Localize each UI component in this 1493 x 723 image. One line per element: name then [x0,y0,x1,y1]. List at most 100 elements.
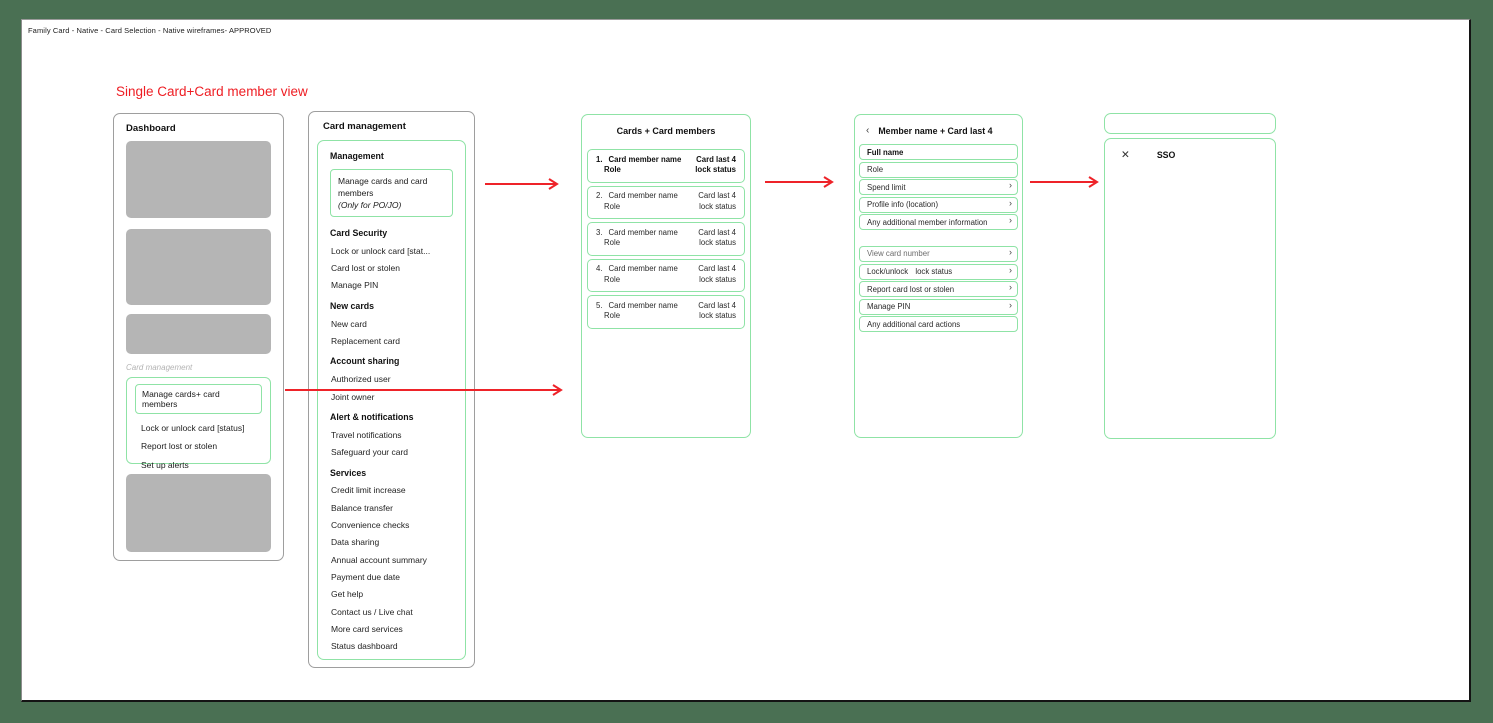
sso-frame: ✕ SSO [1104,138,1276,439]
menu-item-lock-unlock-card[interactable]: Lock or unlock card [status] [141,422,245,433]
menu-heading: Management [330,151,384,161]
menu-item-label: Manage cards and card members [338,176,428,198]
menu-item-lock-unlock-card[interactable]: Lock or unlock card [stat... [331,245,431,256]
frame-title-card-management: Card management [323,121,406,132]
menu-item-card-lost-stolen[interactable]: Card lost or stolen [331,263,400,274]
lock-status: lock status [915,267,953,277]
section-label-card-management: Card management [126,363,193,372]
flow-arrow [285,384,563,396]
lock-status: lock status [699,201,736,211]
menu-item-manage-cards-and-members[interactable]: Manage cards and card members (Only for … [330,169,453,217]
frame-title-member-detail: Member name + Card last 4 [878,126,993,136]
card-member-row[interactable]: 2.Card member name Role Card last 4 lock… [587,185,745,219]
placeholder-block [126,474,271,552]
row-number: 1. [596,154,603,164]
member-name: Card member name [608,154,682,164]
member-role: Role [604,201,621,211]
menu-heading: Services [330,467,367,478]
sso-top-strip [1104,113,1276,134]
menu-heading: Card Security [330,228,388,238]
detail-row-spend-limit[interactable]: Spend limit › [859,179,1018,196]
chevron-left-icon[interactable]: ‹ [866,125,870,136]
menu-item-safeguard-your-card[interactable]: Safeguard your card [331,447,409,458]
detail-row-lock-unlock[interactable]: Lock/unlock lock status › [859,263,1018,280]
menu-heading: Account sharing [330,356,400,367]
menu-item-contact-us-live-chat[interactable]: Contact us / Live chat [331,606,413,617]
detail-row-manage-pin[interactable]: Manage PIN › [859,298,1018,315]
row-label: Any additional card actions [867,319,961,329]
menu-item-authorized-user[interactable]: Authorized user [331,374,391,385]
detail-row-report-lost-stolen[interactable]: Report card lost or stolen › [859,281,1018,298]
file-breadcrumb: Family Card - Native - Card Selection - … [28,26,272,35]
menu-item-more-card-services[interactable]: More card services [331,623,403,634]
member-detail-frame: ‹ Member name + Card last 4 Full name Ro… [854,114,1023,438]
member-name: Card member name [608,227,678,237]
page-title: Single Card+Card member view [116,84,308,99]
card-management-menu: Management Manage cards and card members… [317,140,466,660]
lock-status: lock status [695,165,736,174]
detail-row-full-name[interactable]: Full name [859,144,1018,160]
card-last4: Card last 4 [696,154,736,164]
chevron-right-icon: › [1009,215,1012,226]
row-number: 4. [596,264,603,273]
menu-item-replacement-card[interactable]: Replacement card [331,335,400,346]
card-last4: Card last 4 [698,300,736,310]
menu-item-travel-notifications[interactable]: Travel notifications [331,429,402,440]
detail-row-role[interactable]: Role [859,161,1018,178]
frame-title-cards-members: Cards + Card members [616,126,716,136]
member-role: Role [604,165,621,174]
detail-row-additional-member-info[interactable]: Any additional member information › [859,214,1018,231]
row-label: Spend limit [867,182,906,192]
frame-title-dashboard: Dashboard [126,123,176,134]
detail-row-view-card-number[interactable]: View card number › [859,245,1018,262]
menu-heading: Alert & notifications [330,412,414,423]
menu-item-report-lost-stolen[interactable]: Report lost or stolen [141,441,218,451]
placeholder-block [126,229,271,305]
flow-arrow [1030,176,1099,188]
member-name: Card member name [608,300,678,310]
menu-item-manage-pin[interactable]: Manage PIN [331,280,379,291]
chevron-right-icon: › [1009,264,1012,275]
menu-item-joint-owner[interactable]: Joint owner [331,391,375,402]
menu-item-manage-cards-members[interactable]: Manage cards+ card members [135,384,262,414]
placeholder-block [126,141,271,218]
detail-row-additional-card-actions[interactable]: Any additional card actions [859,316,1018,333]
menu-item-set-up-alerts[interactable]: Set up alerts [141,459,189,470]
menu-item-new-card[interactable]: New card [331,318,367,329]
row-label: Any additional member information [867,217,988,227]
chevron-right-icon: › [1009,197,1012,208]
row-label: Manage PIN [867,302,911,312]
card-last4: Card last 4 [698,264,736,273]
menu-item-get-help[interactable]: Get help [331,589,364,600]
menu-heading: New cards [330,300,375,311]
member-role: Role [604,238,621,247]
menu-item-status-dashboard[interactable]: Status dashboard [331,641,398,652]
flow-arrow [485,178,559,190]
menu-item-need-help[interactable]: Need help with something else? [331,659,453,660]
card-member-row[interactable]: 5.Card member name Role Card last 4 lock… [587,295,745,329]
chevron-right-icon: › [1009,299,1012,310]
menu-item-convenience-checks[interactable]: Convenience checks [331,520,410,531]
row-label: Report card lost or stolen [867,284,955,294]
lock-status: lock status [699,274,736,284]
menu-item-annual-account-summary[interactable]: Annual account summary [331,554,427,565]
menu-item-data-sharing[interactable]: Data sharing [331,537,380,548]
flow-arrow [765,176,834,188]
chevron-right-icon: › [1009,246,1012,257]
menu-item-payment-due-date[interactable]: Payment due date [331,571,400,582]
close-icon[interactable]: ✕ [1121,149,1130,161]
detail-row-profile-info[interactable]: Profile info (location) › [859,196,1018,213]
row-number: 3. [596,227,603,237]
menu-item-credit-limit-increase[interactable]: Credit limit increase [331,485,406,496]
row-number: 2. [596,191,603,200]
row-label: Role [867,165,884,175]
wireframe-canvas: Family Card - Native - Card Selection - … [21,19,1471,702]
card-member-row[interactable]: 3.Card member name Role Card last 4 lock… [587,222,745,256]
card-member-row[interactable]: 1. Card member name Role Card last 4 lock… [587,149,745,183]
chevron-right-icon: › [1009,180,1012,191]
member-name: Card member name [608,264,678,273]
menu-item-balance-transfer[interactable]: Balance transfer [331,502,393,513]
card-last4: Card last 4 [698,227,736,237]
card-member-row[interactable]: 4.Card member name Role Card last 4 lock… [587,258,745,292]
